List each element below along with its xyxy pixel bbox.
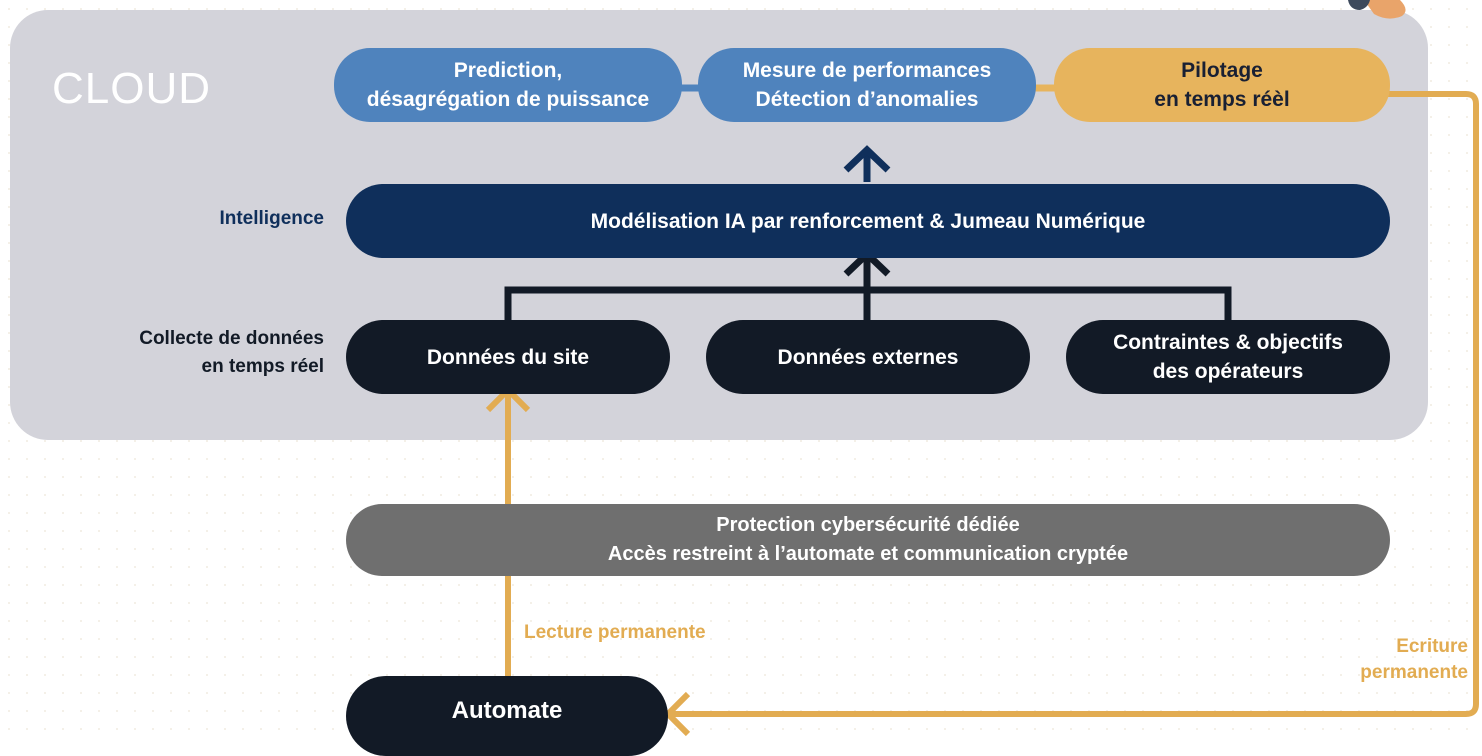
output-performance: Mesure de performances Détection d’anoma…	[698, 48, 1036, 122]
source-operator-constraints: Contraintes & objectifs des opérateurs	[1066, 320, 1390, 394]
output-pilotage-label: Pilotage en temps réèl	[1154, 59, 1290, 111]
row-label-intelligence: Intelligence	[219, 208, 324, 229]
automate-label: Automate	[451, 696, 563, 724]
write-flow-label: Ecriture permanente	[1360, 636, 1468, 683]
intelligence-box: Modélisation IA par renforcement & Jumea…	[346, 184, 1390, 258]
output-performance-label: Mesure de performances Détection d’anoma…	[742, 59, 992, 111]
read-flow-label: Lecture permanente	[524, 622, 706, 643]
output-pilotage: Pilotage en temps réèl	[1054, 48, 1390, 122]
output-prediction: Prediction, désagrégation de puissance	[334, 48, 682, 122]
source-site-data: Données du site	[346, 320, 670, 394]
automate-box: Automate	[346, 676, 668, 756]
cloud-title: CLOUD	[52, 64, 212, 113]
row-label-collecte: Collecte de données en temps réel	[139, 328, 324, 377]
source-external-data-label: Données externes	[777, 345, 959, 369]
source-operator-constraints-label: Contraintes & objectifs des opérateurs	[1113, 331, 1343, 383]
security-line-1: Protection cybersécurité dédiée	[716, 514, 1020, 536]
security-line-2: Accès restreint à l’automate et communic…	[607, 543, 1129, 565]
security-bar: Protection cybersécurité dédiée Accès re…	[346, 504, 1390, 576]
source-site-data-label: Données du site	[426, 345, 590, 369]
source-external-data: Données externes	[706, 320, 1030, 394]
intelligence-box-label: Modélisation IA par renforcement & Jumea…	[590, 209, 1146, 233]
illustration-corner-icon	[1348, 0, 1406, 19]
output-prediction-label: Prediction, désagrégation de puissance	[366, 59, 650, 111]
